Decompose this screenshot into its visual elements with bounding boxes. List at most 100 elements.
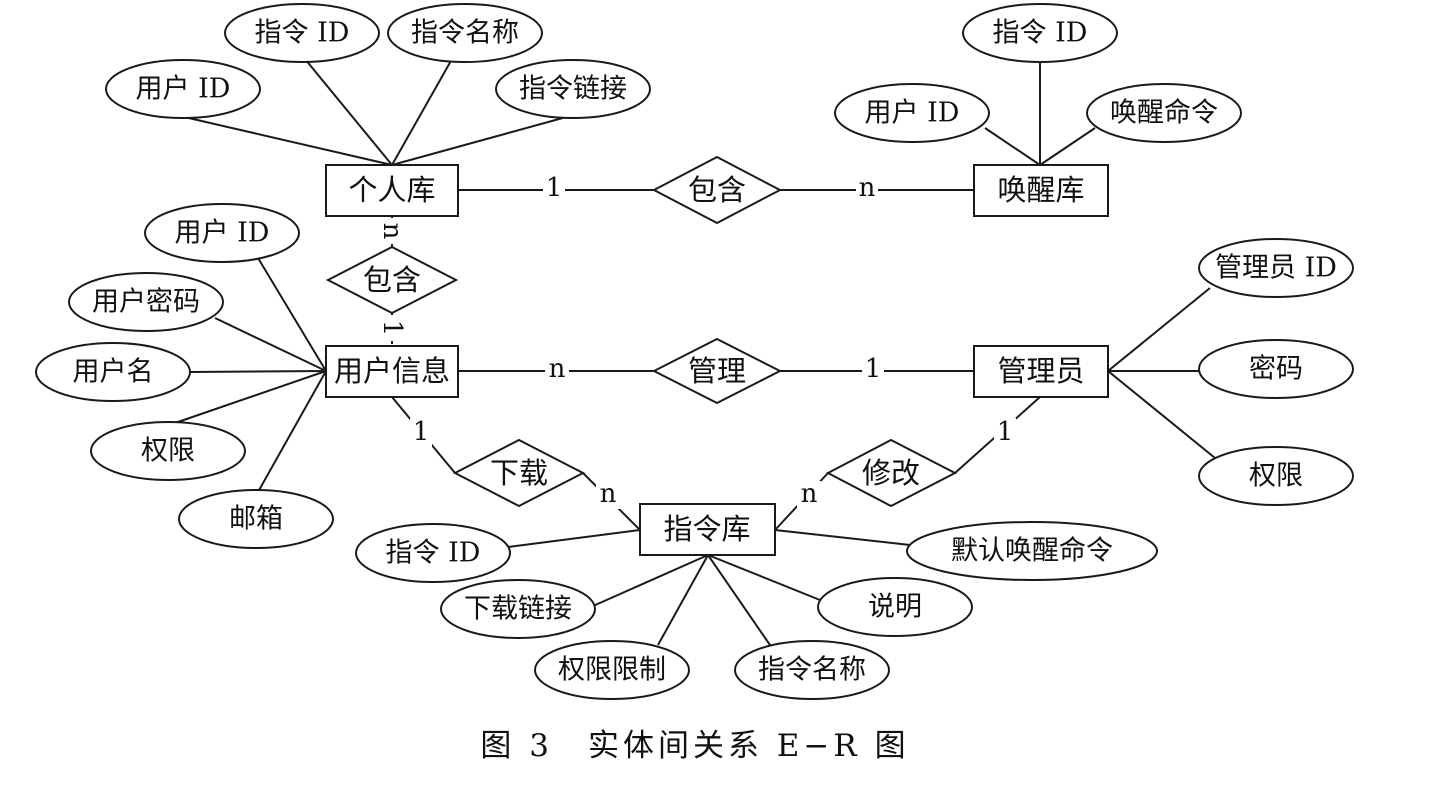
attribute-label: 用户密码 bbox=[92, 287, 200, 318]
entity-label: 唤醒库 bbox=[997, 173, 1084, 207]
relationship-label: 包含 bbox=[688, 173, 746, 207]
entity-user-info: 用户信息 bbox=[325, 345, 459, 398]
relationship-label: 包含 bbox=[363, 263, 421, 297]
attribute-label: 指令名称 bbox=[758, 655, 866, 686]
edge-user-permission bbox=[174, 370, 327, 424]
attribute-label: 指令 ID bbox=[993, 18, 1088, 49]
entity-box bbox=[639, 503, 776, 556]
attribute-ellipse bbox=[440, 579, 596, 639]
attribute-ellipse bbox=[1198, 446, 1354, 506]
attribute-cmd-id: 指令 ID bbox=[355, 523, 511, 583]
attribute-ellipse bbox=[144, 203, 300, 263]
attribute-user-name: 用户名 bbox=[35, 342, 191, 402]
edge-user-email bbox=[257, 370, 327, 493]
attribute-label: 权限 bbox=[1249, 461, 1303, 492]
edge-personal-cmd-id bbox=[304, 58, 393, 166]
attribute-ellipse bbox=[1198, 238, 1354, 298]
attribute-ellipse bbox=[906, 521, 1158, 581]
edge-cmd-download-link bbox=[592, 554, 709, 607]
attribute-cmd-description: 说明 bbox=[817, 577, 973, 637]
attribute-admin-password: 密码 bbox=[1198, 339, 1354, 399]
attribute-label: 用户 ID bbox=[175, 218, 270, 249]
attribute-label: 指令名称 bbox=[411, 18, 519, 49]
attribute-ellipse bbox=[834, 83, 990, 143]
attribute-admin-id: 管理员 ID bbox=[1198, 238, 1354, 298]
attribute-label: 指令链接 bbox=[519, 74, 627, 105]
edge-wake-command bbox=[1039, 127, 1096, 166]
relationship-diamond bbox=[651, 155, 783, 225]
attribute-label: 用户 ID bbox=[865, 98, 960, 129]
relationship-download: 下载 bbox=[452, 438, 586, 508]
attribute-label: 邮箱 bbox=[229, 504, 283, 535]
edge-user-id bbox=[257, 257, 327, 372]
entity-label: 个人库 bbox=[348, 173, 435, 207]
edge-user-name bbox=[189, 370, 327, 373]
attribute-cmd-default-wake: 默认唤醒命令 bbox=[906, 521, 1158, 581]
attribute-user-email: 邮箱 bbox=[178, 489, 334, 549]
cardinality-manage-left: n bbox=[549, 354, 566, 384]
cardinality-modify-right: 1 bbox=[997, 417, 1014, 447]
cardinality-bg bbox=[543, 175, 565, 205]
attribute-user-password: 用户密码 bbox=[68, 272, 224, 332]
cardinality-manage-right: 1 bbox=[865, 354, 882, 384]
attribute-user-permission: 权限 bbox=[90, 421, 246, 481]
cardinality-bg bbox=[856, 175, 878, 205]
entity-box bbox=[325, 345, 459, 398]
edge-admin-permission bbox=[1107, 370, 1216, 459]
attribute-label: 唤醒命令 bbox=[1110, 98, 1218, 129]
edge-admin-id bbox=[1107, 287, 1211, 372]
cardinality-bg bbox=[410, 418, 432, 448]
entity-label: 管理员 bbox=[997, 354, 1084, 388]
relationship-label: 管理 bbox=[688, 354, 746, 388]
cardinality-bg bbox=[545, 356, 569, 386]
attribute-label: 下载链接 bbox=[464, 594, 572, 625]
entity-command-library: 指令库 bbox=[639, 503, 776, 556]
attribute-personal-cmd-name: 指令名称 bbox=[387, 3, 543, 63]
attribute-label: 管理员 ID bbox=[1215, 253, 1337, 284]
attribute-personal-user-id: 用户 ID bbox=[105, 59, 261, 119]
entity-box bbox=[973, 164, 1109, 217]
attribute-user-id: 用户 ID bbox=[144, 203, 300, 263]
cardinality-labels: 1 n n 1 n 1 1 n n 1 bbox=[377, 173, 1016, 509]
attribute-ellipse bbox=[178, 489, 334, 549]
cardinality-left-bottom: 1 bbox=[377, 320, 407, 337]
edge-cmd-name bbox=[707, 554, 771, 646]
cardinality-bg bbox=[596, 481, 620, 509]
attribute-label: 权限 bbox=[141, 436, 195, 467]
relationship-diamond bbox=[651, 337, 783, 405]
edge-cmd-default-wake bbox=[774, 529, 911, 546]
cardinality-bg bbox=[797, 481, 821, 509]
attribute-ellipse bbox=[1198, 339, 1354, 399]
attribute-personal-cmd-id: 指令 ID bbox=[224, 3, 380, 63]
attribute-wake-cmd-id: 指令 ID bbox=[962, 3, 1118, 63]
attribute-ellipse bbox=[1086, 83, 1242, 143]
entity-box bbox=[325, 164, 459, 217]
cardinality-bg bbox=[862, 356, 884, 386]
attribute-ellipse bbox=[224, 3, 380, 63]
attribute-label: 权限限制 bbox=[558, 655, 666, 686]
entity-personal-library: 个人库 bbox=[325, 164, 459, 217]
cardinality-bg bbox=[994, 418, 1016, 448]
attribute-ellipse bbox=[962, 3, 1118, 63]
edge-user-password bbox=[214, 317, 327, 372]
attribute-ellipse bbox=[387, 3, 543, 63]
edge-personal-cmd-link bbox=[391, 115, 571, 166]
relationship-contains-top: 包含 bbox=[651, 155, 783, 225]
relationship-diamond bbox=[452, 438, 586, 508]
attribute-admin-permission: 权限 bbox=[1198, 446, 1354, 506]
relationship-label: 下载 bbox=[490, 456, 548, 490]
attribute-cmd-download-link: 下载链接 bbox=[440, 579, 596, 639]
attribute-ellipse bbox=[68, 272, 224, 332]
cardinality-top-left: 1 bbox=[546, 173, 563, 203]
attribute-label: 指令 ID bbox=[386, 538, 481, 569]
entity-admin: 管理员 bbox=[973, 345, 1109, 398]
attribute-label: 用户名 bbox=[73, 357, 154, 388]
cardinality-modify-left: n bbox=[801, 479, 818, 509]
edge-personal-cmd-name bbox=[391, 58, 453, 166]
attribute-cmd-permission-limit: 权限限制 bbox=[534, 640, 690, 700]
entity-label: 用户信息 bbox=[334, 354, 450, 388]
entity-wake-library: 唤醒库 bbox=[973, 164, 1109, 217]
edge-personal-user-id bbox=[179, 115, 393, 166]
attribute-label: 密码 bbox=[1249, 354, 1303, 385]
relationship-manage: 管理 bbox=[651, 337, 783, 405]
